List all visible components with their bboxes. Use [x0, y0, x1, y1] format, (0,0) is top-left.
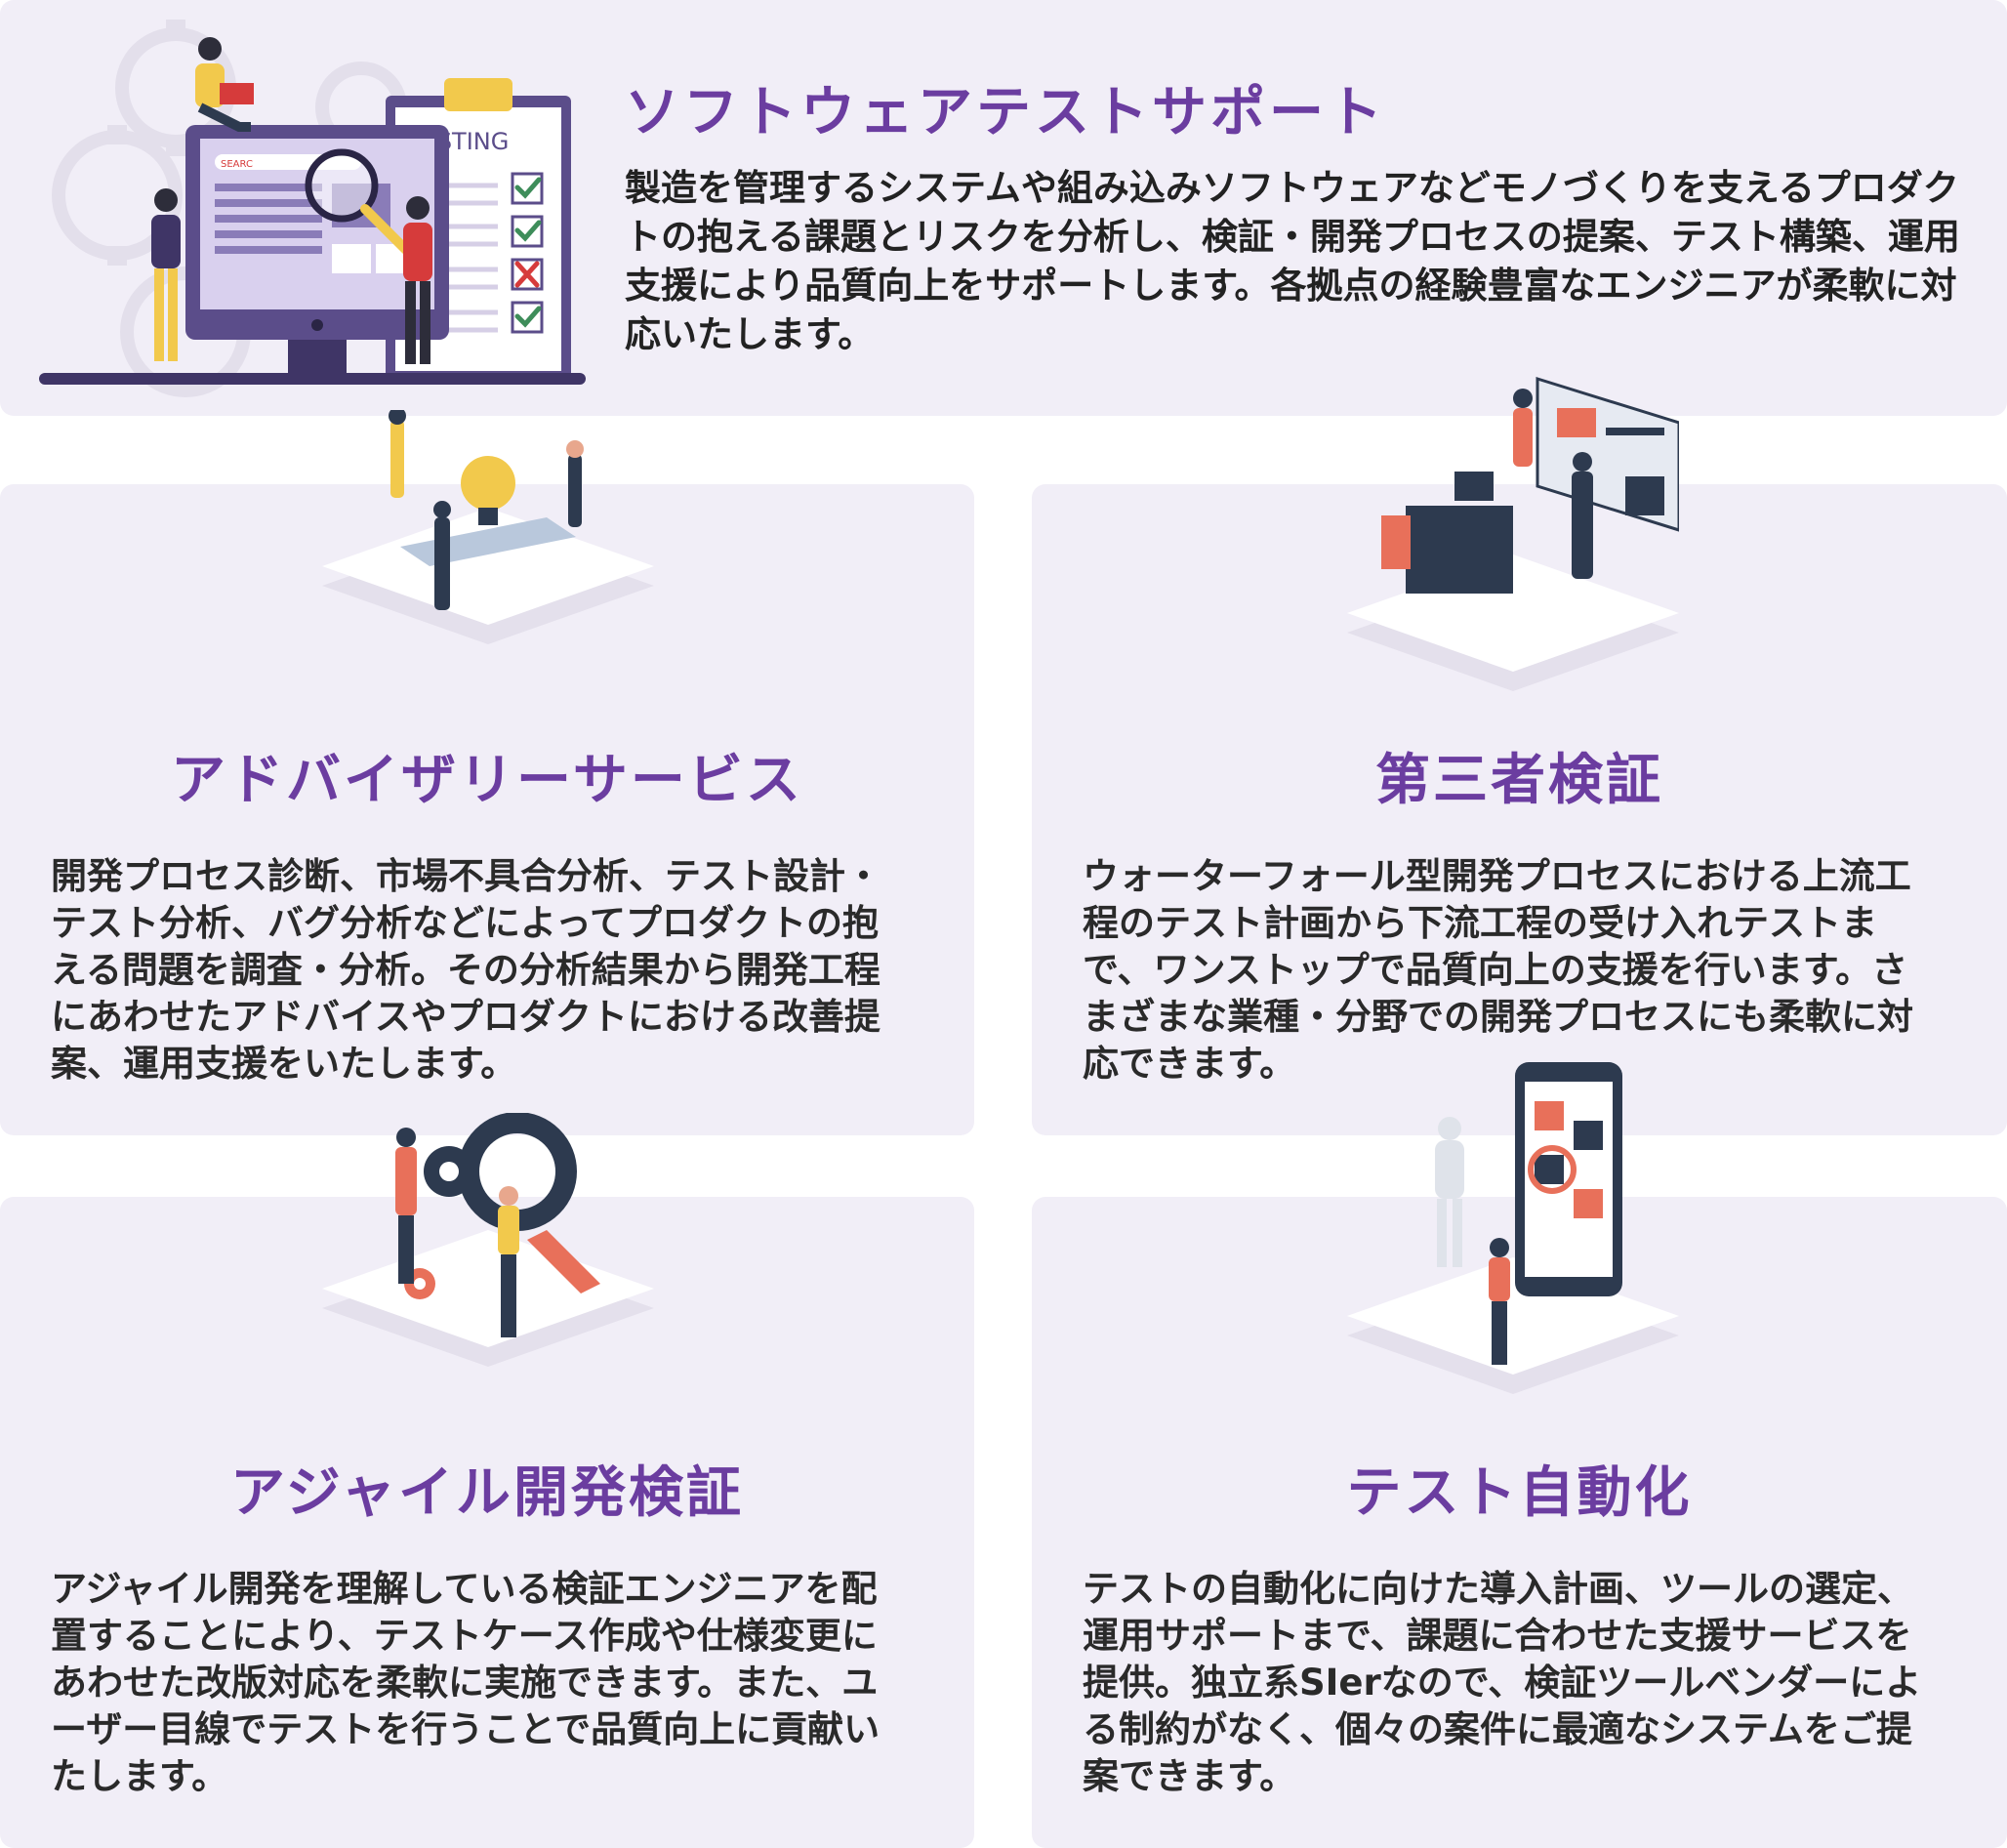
check-icon — [514, 177, 542, 199]
person-icon — [195, 37, 254, 132]
cross-icon — [514, 261, 540, 288]
page-title: ソフトウェアテストサポート — [625, 81, 1386, 144]
person-icon — [403, 196, 432, 364]
card-title: アドバイザリーサービス — [171, 749, 803, 812]
service-card-advisory: アドバイザリーサービス 開発プロセス診断、市場不具合分析、テスト設計・テスト分析… — [0, 484, 974, 1135]
check-icon — [514, 220, 542, 242]
monitor-icon: SEARC — [39, 125, 586, 385]
card-title: 第三者検証 — [1375, 749, 1663, 812]
hero-section: TESTING — [0, 0, 2007, 416]
check-icon — [514, 306, 542, 328]
card-description: テストの自動化に向けた導入計画、ツールの選定、運用サポートまで、課題に合わせた支… — [1083, 1568, 1922, 1797]
search-label: SEARC — [221, 159, 253, 170]
card-description: ウォーターフォール型開発プロセスにおける上流工程のテスト計画から下流工程の受け入… — [1083, 855, 1913, 1085]
person-icon — [151, 188, 181, 361]
card-title: アジャイル開発検証 — [230, 1461, 744, 1525]
lightbulb-meeting-icon — [322, 410, 654, 644]
hero-description: 製造を管理するシステムや組み込みソフトウェアなどモノづくりを支えるプロダクトの抱… — [625, 167, 1960, 355]
card-title: テスト自動化 — [1346, 1461, 1693, 1525]
office-dashboard-icon — [1347, 376, 1679, 691]
card-description: アジャイル開発を理解している検証エンジニアを配置することにより、テストケース作成… — [51, 1568, 881, 1797]
testing-illustration: TESTING — [39, 20, 586, 397]
magnifier-gear-icon — [322, 1113, 654, 1367]
robot-smartphone-icon — [1347, 1062, 1679, 1394]
magnifier-icon — [305, 148, 415, 259]
card-description: 開発プロセス診断、市場不具合分析、テスト設計・テスト分析、バグ分析などによってプ… — [51, 855, 881, 1085]
